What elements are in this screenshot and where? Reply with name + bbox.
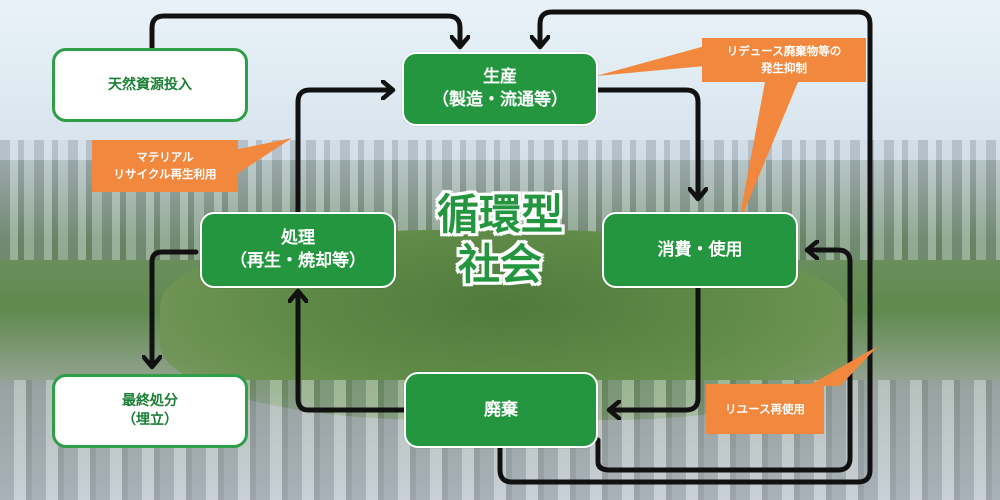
recycle-callout-pointer	[234, 138, 292, 176]
natural-resources-label: 天然資源投入	[108, 76, 192, 93]
treatment-label: 処理	[281, 228, 315, 249]
disposal-node[interactable]: 廃棄	[404, 372, 598, 448]
arrow-disposal-to-treatment	[298, 292, 407, 413]
arrow-consumption-to-disposal	[610, 285, 701, 410]
production-node[interactable]: 生産 （製造・流通等）	[402, 52, 598, 126]
reuse-callout-label: リユース再使用	[725, 401, 805, 416]
recycle-callout-line2: リサイクル再生利用	[113, 167, 217, 181]
consumption-node[interactable]: 消費・使用	[602, 212, 798, 288]
arrow-reuse-to-consumption	[595, 250, 853, 473]
final-disposal-node[interactable]: 最終処分 （埋立）	[52, 374, 248, 448]
title-line2: 社会	[457, 239, 542, 289]
recycle-callout-line1: マテリアル	[136, 150, 194, 165]
arrow-treatment-to-final-disposal	[152, 249, 199, 366]
recycle-callout: マテリアル リサイクル再生利用	[92, 140, 238, 192]
arrow-resources-to-production	[149, 13, 460, 51]
reduce-callout: リデュース廃棄物等の 発生抑制	[702, 38, 866, 82]
natural-resources-node[interactable]: 天然資源投入	[52, 48, 248, 122]
final-disposal-sublabel: （埋立）	[122, 412, 178, 428]
arrow-outer-loop-to-production	[497, 9, 873, 485]
treatment-node[interactable]: 処理 （再生・焼却等）	[200, 212, 396, 288]
arrow-treatment-to-production	[295, 90, 392, 215]
reduce-callout-line1: リデュース廃棄物等の	[726, 44, 842, 59]
production-label: 生産	[483, 67, 517, 88]
reduce-callout-pointer-down	[738, 82, 798, 226]
diagram-title: 循環型 社会	[405, 190, 595, 289]
consumption-label: 消費・使用	[657, 239, 743, 260]
arrow-production-to-consumption	[595, 87, 698, 198]
final-disposal-label: 最終処分	[122, 393, 178, 410]
reduce-callout-line2: 発生抑制	[761, 61, 807, 75]
treatment-sublabel: （再生・焼却等）	[230, 251, 366, 271]
production-sublabel: （製造・流通等）	[432, 90, 568, 110]
disposal-label: 廃棄	[484, 399, 518, 420]
reuse-callout: リユース再使用	[706, 384, 824, 434]
title-line1: 循環型	[436, 190, 563, 239]
reuse-callout-pointer	[808, 346, 878, 386]
reduce-callout-pointer	[596, 46, 705, 76]
